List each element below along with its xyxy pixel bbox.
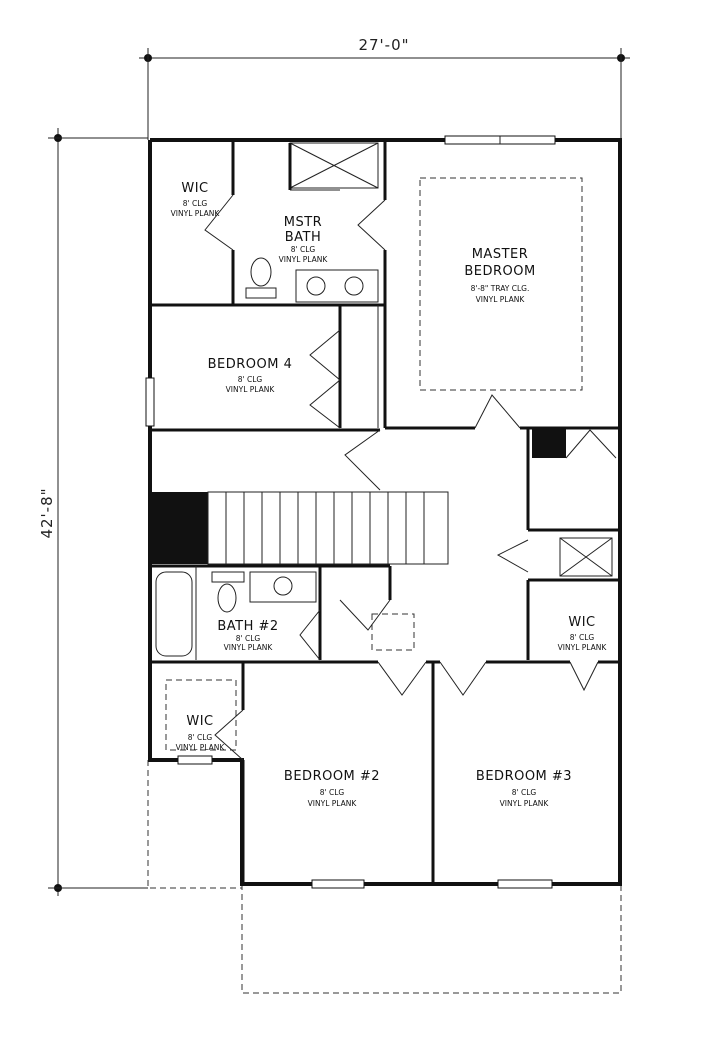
- bathroom-fixtures: [211, 257, 379, 613]
- depth-dimension-label: 42'-8": [38, 487, 56, 538]
- room-name-line2: BATH: [285, 230, 322, 245]
- room-wic-master: WIC 8' CLG VINYL PLANK: [171, 181, 221, 218]
- room-wic-right: WIC 8' CLG VINYL PLANK: [558, 615, 608, 652]
- room-floor: VINYL PLANK: [226, 385, 276, 394]
- room-floor: VINYL PLANK: [279, 255, 329, 264]
- porch-outline: [147, 760, 622, 994]
- room-name: BEDROOM 4: [208, 357, 293, 372]
- room-name: WIC: [186, 714, 213, 729]
- room-bath-2: BATH #2 8' CLG VINYL PLANK: [217, 619, 278, 652]
- room-floor: VINYL PLANK: [176, 743, 226, 752]
- room-ceiling: 8' CLG: [188, 733, 213, 742]
- room-name-line2: BEDROOM: [464, 264, 535, 279]
- room-floor: VINYL PLANK: [476, 295, 526, 304]
- room-floor: VINYL PLANK: [308, 799, 358, 808]
- room-floor: VINYL PLANK: [224, 643, 274, 652]
- room-mstr-bath: MSTR BATH 8' CLG VINYL PLANK: [279, 215, 329, 264]
- room-bedroom-2: BEDROOM #2 8' CLG VINYL PLANK: [284, 769, 380, 808]
- room-floor: VINYL PLANK: [558, 643, 608, 652]
- room-ceiling: 8' CLG: [512, 788, 537, 797]
- room-ceiling: 8' CLG: [570, 633, 595, 642]
- room-ceiling: 8' CLG: [238, 375, 263, 384]
- room-wic-left: WIC 8' CLG VINYL PLANK: [176, 714, 226, 752]
- room-name: WIC: [568, 615, 595, 630]
- room-ceiling: 8'-8" TRAY CLG.: [471, 284, 530, 293]
- room-name-line1: MASTER: [472, 247, 529, 262]
- room-name: BEDROOM #2: [284, 769, 380, 784]
- width-dimension-label: 27'-0": [358, 36, 409, 54]
- interior-walls: [150, 140, 620, 884]
- dimension-depth: 42'-8": [38, 128, 148, 896]
- room-ceiling: 8' CLG: [291, 245, 316, 254]
- room-master-bedroom: MASTER BEDROOM 8'-8" TRAY CLG. VINYL PLA…: [464, 247, 535, 304]
- stair-treads: [225, 492, 425, 564]
- room-ceiling: 8' CLG: [320, 788, 345, 797]
- door-swings: [204, 194, 617, 761]
- room-ceiling: 8' CLG: [236, 634, 261, 643]
- room-name: WIC: [181, 181, 208, 196]
- room-floor: VINYL PLANK: [500, 799, 550, 808]
- dimension-width: 27'-0": [139, 36, 630, 140]
- room-name: BATH #2: [217, 619, 278, 634]
- room-ceiling: 8' CLG: [183, 199, 208, 208]
- room-bedroom-3: BEDROOM #3 8' CLG VINYL PLANK: [476, 769, 572, 808]
- room-floor: VINYL PLANK: [171, 209, 221, 218]
- room-name-line1: MSTR: [284, 215, 322, 230]
- room-name: BEDROOM #3: [476, 769, 572, 784]
- room-bedroom-4: BEDROOM 4 8' CLG VINYL PLANK: [208, 357, 293, 394]
